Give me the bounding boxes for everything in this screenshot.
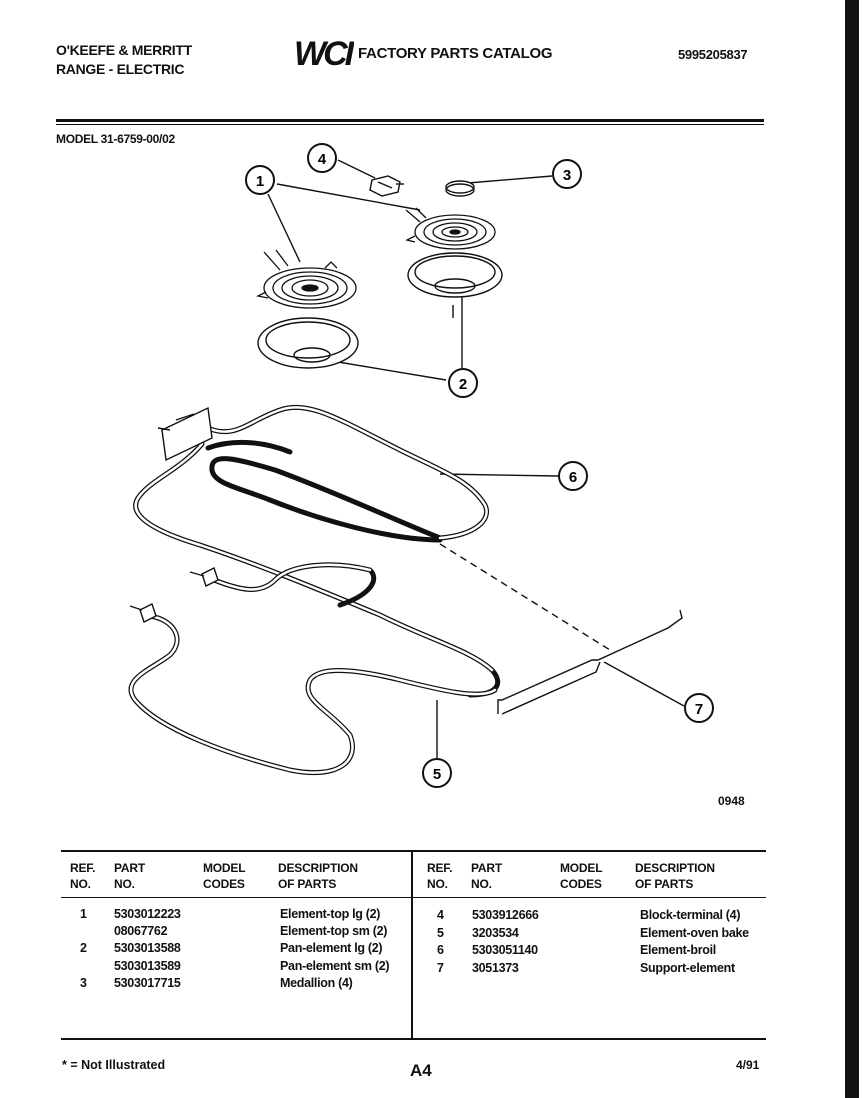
header-ref-right: REF.NO. [427, 861, 453, 891]
brand-line-1: O'KEEFE & MERRITT [56, 42, 192, 58]
pan-element-left [257, 317, 359, 369]
callout-2-label: 2 [459, 376, 467, 393]
model-number: MODEL 31-6759-00/02 [56, 132, 175, 146]
leader-2a [337, 361, 447, 381]
part-cell: 5303051140 [472, 943, 538, 957]
desc-cell: Block-terminal (4) [640, 908, 741, 922]
bake-terminals [129, 567, 219, 623]
element-top-upper [405, 207, 496, 250]
ref-cell: 6 [437, 943, 444, 957]
medallion-part [445, 180, 475, 197]
ref-cell: 1 [80, 907, 87, 921]
support-element-part [497, 609, 683, 715]
callout-4-label: 4 [318, 151, 327, 168]
page-edge [845, 0, 859, 1098]
callout-7: 7 [684, 693, 714, 723]
not-illustrated-note: * = Not Illustrated [62, 1058, 166, 1072]
callout-5: 5 [422, 758, 452, 788]
brand-block: O'KEEFE & MERRITT RANGE - ELECTRIC [56, 41, 192, 79]
callout-5-label: 5 [433, 766, 441, 783]
header-ref: REF.NO. [70, 861, 96, 891]
document-number: 5995205837 [678, 47, 748, 62]
leader-1a [276, 183, 421, 211]
callout-4: 4 [307, 143, 337, 173]
table-header-rule [61, 897, 766, 898]
callout-7-label: 7 [695, 701, 703, 718]
desc-cell: Pan-element lg (2) [280, 941, 383, 955]
element-top-left [256, 249, 357, 309]
element-broil-part [133, 404, 501, 698]
desc-cell: Element-oven bake [640, 926, 749, 940]
logo-text: WCI [294, 35, 354, 70]
ref-cell: 4 [437, 908, 444, 922]
leader-dashed [439, 543, 611, 651]
catalog-title: FACTORY PARTS CATALOG [358, 45, 553, 62]
page-number: A4 [410, 1061, 432, 1080]
block-terminal-part [369, 175, 404, 197]
callout-1: 1 [245, 165, 275, 195]
part-cell: 3203534 [472, 926, 519, 940]
desc-cell: Pan-element sm (2) [280, 959, 390, 973]
part-cell: 5303012223 [114, 907, 181, 921]
callout-1-label: 1 [256, 173, 264, 190]
leader-6 [439, 473, 559, 477]
ref-cell: 2 [80, 941, 87, 955]
broil-terminal-bracket [157, 406, 213, 462]
exploded-parts-diagram: 1 2 3 4 5 6 7 [128, 143, 714, 788]
ref-cell: 5 [437, 926, 444, 940]
desc-cell: Element-top lg (2) [280, 907, 381, 921]
element-oven-bake-part [128, 562, 498, 776]
callout-3: 3 [552, 159, 582, 189]
table-bottom-rule [61, 1038, 766, 1040]
wci-logo: WCI [294, 35, 354, 70]
header-rule [56, 119, 764, 122]
part-cell: 3051373 [472, 961, 519, 975]
header-rule-thin [56, 124, 764, 125]
callout-3-label: 3 [563, 167, 571, 184]
desc-cell: Support-element [640, 961, 735, 975]
desc-cell: Element-broil [640, 943, 716, 957]
callout-6: 6 [558, 461, 588, 491]
desc-cell: Element-top sm (2) [280, 924, 388, 938]
part-cell: 5303912666 [472, 908, 539, 922]
part-cell: 08067762 [114, 924, 168, 938]
revision-date: 4/91 [736, 1058, 760, 1072]
part-cell: 5303013589 [114, 959, 181, 973]
leader-3 [467, 175, 553, 184]
leader-7 [603, 661, 685, 707]
desc-cell: Medallion (4) [280, 976, 353, 990]
callout-6-label: 6 [569, 469, 577, 486]
pan-element-upper [407, 252, 503, 318]
part-cell: 5303017715 [114, 976, 181, 990]
figure-code: 0948 [718, 794, 745, 808]
ref-cell: 3 [80, 976, 87, 990]
part-cell: 5303013588 [114, 941, 181, 955]
table-divider [411, 850, 413, 1040]
ref-cell: 7 [437, 961, 444, 975]
callout-2: 2 [448, 368, 478, 398]
leader-4 [337, 159, 376, 179]
brand-line-2: RANGE - ELECTRIC [56, 61, 185, 77]
table-top-rule [61, 850, 766, 852]
leader-1b [267, 193, 301, 263]
